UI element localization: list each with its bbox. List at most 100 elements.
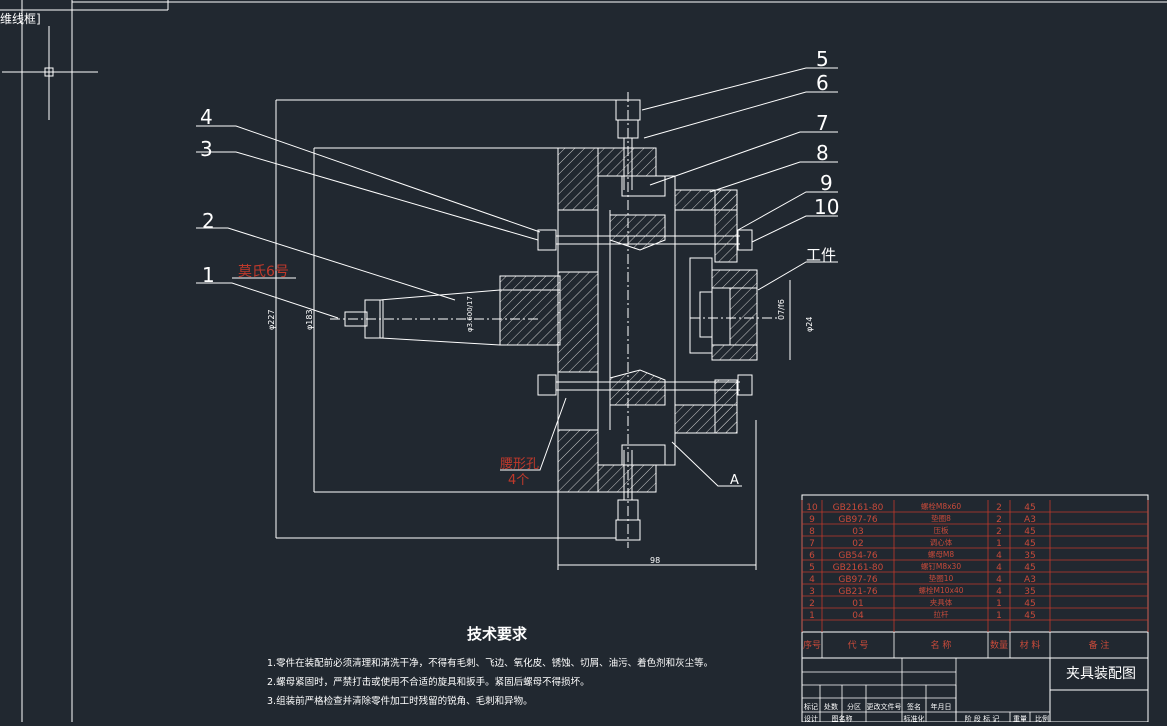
parts-row-qty: 2 [996,503,1002,513]
title-block-stage-label: 重量 [1013,715,1027,722]
parts-row-no: 9 [809,515,815,525]
dim-fit: 07/f6 [777,299,786,320]
horizontal-bolts [537,229,753,396]
vertical-bolts [615,92,641,548]
fixture-body [330,147,676,493]
parts-row-no: 4 [809,575,815,585]
leader-lines [196,67,838,487]
parts-row-code: GB2161-80 [833,503,884,513]
title-block-stage-label: 比例 [1035,714,1049,722]
parts-row-material: 45 [1024,527,1035,537]
balloon-5: 5 [816,47,829,71]
parts-row-code: 01 [852,599,863,609]
parts-row-code: 02 [852,539,863,549]
dim-24: φ24 [805,317,814,332]
parts-row-material: 45 [1024,599,1035,609]
parts-row-qty: 1 [996,539,1002,549]
balloon-2: 2 [202,209,215,233]
tech-req-item-2: 2.螺母紧固时，严禁打击或使用不合适的旋具和扳手。紧固后螺母不得损坏。 [267,676,590,688]
title-block-cell: 分区 [847,702,861,711]
parts-row-no: 5 [809,563,815,573]
parts-row-material: 45 [1024,563,1035,573]
title-block-cell: 年月日 [931,702,952,711]
parts-row-no: 7 [809,539,815,549]
parts-row-code: GB97-76 [838,575,878,585]
dimension-lines [275,99,791,570]
parts-row-material: 45 [1024,539,1035,549]
parts-header-no: 序号 [803,639,821,651]
callout-view-a: A [730,473,739,488]
parts-header-name: 名 称 [931,639,952,651]
parts-header-qty: 数量 [990,639,1008,651]
technical-requirements: 技术要求 1.零件在装配前必须清理和清洗干净，不得有毛刺、飞边、氧化皮、锈蚀、切… [267,625,713,707]
parts-row-code: 03 [852,527,863,537]
balloon-7: 7 [816,111,829,135]
part-balloons: 1 2 3 4 5 6 7 8 9 10 [200,47,839,287]
crosshair-cursor-icon [2,26,98,120]
callout-kidney-slot: 腰形孔 [500,457,539,472]
parts-row-name: 调心体 [930,537,953,547]
parts-row-no: 8 [809,527,815,537]
tech-req-item-1: 1.零件在装配前必须清理和清洗干净，不得有毛刺、飞边、氧化皮、锈蚀、切屑、油污、… [267,657,713,669]
title-block-cell: 标准化 [904,714,925,722]
parts-row-name: 夹具体 [930,597,953,607]
parts-row-qty: 4 [996,575,1002,585]
parts-row-qty: 4 [996,587,1002,597]
balloon-10: 10 [814,195,839,219]
parts-row-no: 3 [809,587,815,597]
parts-row-material: 35 [1024,587,1035,597]
parts-row-name: 垫圈8 [931,513,951,523]
workpiece [690,269,780,361]
title-block-cell: 设计 [804,714,818,722]
parts-row-no: 6 [809,551,815,561]
tech-req-title: 技术要求 [467,625,528,643]
callout-slot-count: 4个 [508,473,529,488]
balloon-3: 3 [200,137,213,161]
title-block-cell: 标记 [804,702,818,711]
parts-row-no: 2 [809,599,815,609]
parts-row-name: 螺栓M10x40 [919,585,964,595]
parts-row-material: 45 [1024,503,1035,513]
balloon-9: 9 [820,171,833,195]
parts-row-qty: 1 [996,611,1002,621]
title-block-stage-label: 阶 段 标 记 [965,714,1000,722]
title-block-cell: 更改文件号 [867,702,902,711]
dim-98: 98 [650,556,660,565]
parts-row-no: 10 [806,503,818,513]
title-block-cell: 签名 [907,702,921,711]
parts-row-material: A3 [1024,515,1036,525]
parts-row-name: 螺钉M8x30 [921,561,961,571]
parts-header-code: 代 号 [848,640,869,651]
parts-row-code: GB2161-80 [833,563,884,573]
viewport-label[interactable]: 维线框] [0,12,41,26]
parts-row-code: GB21-76 [838,587,878,597]
parts-row-material: A3 [1024,575,1036,585]
parts-row-qty: 4 [996,563,1002,573]
parts-header-remark: 备 注 [1089,639,1110,651]
parts-row-material: 35 [1024,551,1035,561]
parts-row-name: 螺母M8 [928,549,954,559]
parts-row-name: 垫圈10 [929,573,954,583]
parts-row-code: 04 [852,611,864,621]
callout-morse-taper: 莫氏6号 [238,264,289,280]
balloon-1: 1 [202,263,215,287]
pressing-plate [674,189,738,434]
balloon-8: 8 [816,141,829,165]
tech-req-item-3: 3.组装前严格检查并清除零件加工时残留的锐角、毛刺和异物。 [267,695,533,707]
parts-row-qty: 1 [996,599,1002,609]
title-block-cell: 处数 [824,702,838,711]
dim-227: φ227 [267,309,276,330]
parts-row-qty: 2 [996,527,1002,537]
callout-workpiece: 工件 [806,246,836,264]
parts-row-name: 拉杆 [934,609,949,619]
parts-row-code: GB54-76 [838,551,878,561]
title-block-cell: 图名称 [832,714,853,722]
parts-row-qty: 4 [996,551,1002,561]
parts-row-no: 1 [809,611,815,621]
parts-row-material: 45 [1024,611,1035,621]
dim-taper: φ3.600/17 [466,296,474,332]
drawing-title: 夹具装配图 [1066,666,1136,682]
